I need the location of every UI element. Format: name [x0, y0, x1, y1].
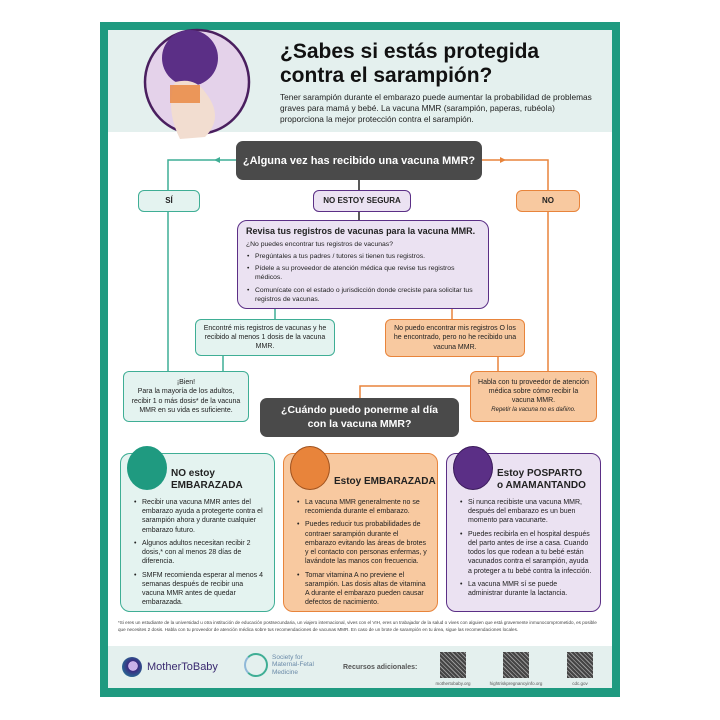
qr-code-highriskpregnancy[interactable] [503, 652, 529, 678]
link-highriskpregnancy[interactable]: hightriskpregnancyinfo.org [489, 681, 543, 686]
not-pregnant-avatar-icon [127, 446, 167, 490]
talk-provider-note: Repetir la vacuna no es dañino. [491, 407, 576, 414]
qr-code-cdc[interactable] [567, 652, 593, 678]
good-title: ¡Bien! [176, 379, 196, 387]
when-question: ¿Cuándo puedo ponerme al día con la vacu… [260, 398, 459, 437]
card-item: La vacuna MMR generalmente no se recomie… [296, 498, 429, 516]
smfm-logo-text: Society for Maternal-Fetal Medicine [272, 653, 314, 676]
answer-no: NO [516, 190, 580, 212]
talk-provider-box: Habla con tu proveedor de atención médic… [470, 371, 597, 422]
card-item: Algunos adultos necesitan recibir 2 dosi… [133, 539, 266, 567]
card-item: La vacuna MMR sí se puede administrar du… [459, 580, 592, 598]
mothertobaby-logo: MotherToBaby [122, 657, 218, 677]
card-title: Estoy EMBARAZADA [334, 476, 436, 487]
title-line: contra el sarampión? [280, 63, 493, 87]
records-found-box: Encontré mis registros de vacunas y he r… [195, 319, 335, 356]
talk-provider-text: Habla con tu proveedor de atención médic… [478, 378, 589, 405]
footnote: *Si eres un estudiante de la universidad… [118, 620, 597, 632]
answer-yes: SÍ [138, 190, 200, 212]
card-item: Recibir una vacuna MMR antes del embaraz… [133, 498, 266, 535]
qr-code-mothertobaby[interactable] [440, 652, 466, 678]
link-cdc[interactable]: cdc.gov [572, 681, 588, 686]
poster-title: ¿Sabes si estás protegida contra el sara… [280, 40, 539, 87]
check-records-box: Revisa tus registros de vacunas para la … [237, 220, 489, 309]
check-records-title: Revisa tus registros de vacunas para la … [246, 226, 476, 236]
mmr-question: ¿Alguna vez has recibido una vacuna MMR? [236, 141, 482, 180]
check-records-item: Comunícate con el estado o jurisdicción … [246, 287, 480, 305]
card-item: Tomar vitamina A no previene el sarampió… [296, 571, 429, 608]
mothertobaby-logo-text: MotherToBaby [147, 661, 218, 673]
smfm-logo: Society for Maternal-Fetal Medicine [244, 653, 327, 677]
check-records-item: Pídele a su proveedor de atención médica… [246, 265, 480, 283]
resources-label: Recursos adicionales: [343, 664, 418, 671]
check-records-item: Pregúntales a tus padres / tutores si ti… [246, 253, 480, 262]
pregnant-avatar-icon [290, 446, 330, 490]
smfm-logo-icon [244, 653, 268, 677]
card-item: Si nunca recibiste una vacuna MMR, despu… [459, 498, 592, 526]
postpartum-avatar-icon [453, 446, 493, 490]
link-mothertobaby[interactable]: mothertobaby.org [435, 681, 471, 686]
records-not-found-box: No puedo encontrar mis registros O los h… [385, 319, 525, 357]
card-pregnant: Estoy EMBARAZADA La vacuna MMR generalme… [283, 446, 438, 612]
good-box: ¡Bien! Para la mayoría de los adultos, r… [123, 371, 249, 422]
intro-text: Tener sarampión durante el embarazo pued… [280, 92, 592, 124]
mothertobaby-logo-icon [122, 657, 142, 677]
good-text: Para la mayoría de los adultos, recibir … [131, 388, 241, 414]
answer-unsure: NO ESTOY SEGURA [313, 190, 411, 212]
card-item: Puedes reducir tus probabilidades de con… [296, 520, 429, 566]
title-line: ¿Sabes si estás protegida [280, 40, 540, 63]
card-item: Puedes recibirla en el hospital después … [459, 530, 592, 576]
card-item: SMFM recomienda esperar al menos 4 seman… [133, 571, 266, 608]
check-records-subtitle: ¿No puedes encontrar tus registros de va… [246, 240, 393, 248]
